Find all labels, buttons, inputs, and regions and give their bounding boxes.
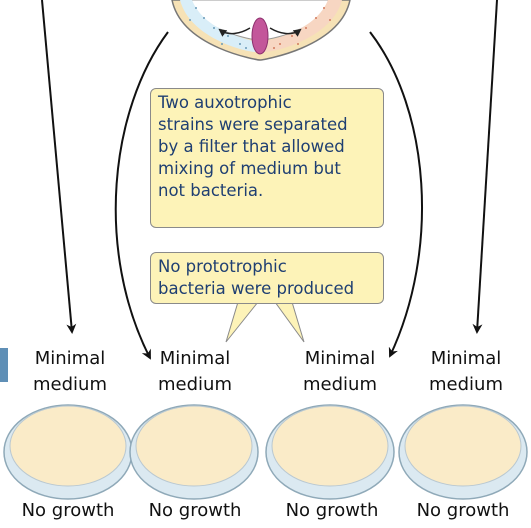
dish-3-label: Minimal medium: [280, 346, 400, 398]
callout-filter-line-5: not bacteria.: [158, 180, 376, 202]
callout-filter-line-4: mixing of medium but: [158, 158, 376, 180]
dish-4-label-line-1: Minimal: [406, 346, 526, 372]
arrow-to-dish-4: [477, 0, 497, 332]
callout-filter-line-2: strains were separated: [158, 114, 376, 136]
dish-4-label-line-2: medium: [406, 372, 526, 398]
dish-2-result: No growth: [130, 500, 260, 521]
petri-dish-4: [399, 405, 527, 499]
u-tube-apparatus: [172, 0, 350, 60]
callout-result: No prototrophic bacteria were produced: [150, 252, 384, 304]
petri-dish-2: [130, 405, 258, 499]
dish-1-label-line-1: Minimal: [10, 346, 130, 372]
callout-result-pointer-right: [275, 302, 304, 342]
filter-membrane: [252, 18, 268, 54]
petri-dish-1: [4, 405, 132, 499]
callout-result-line-2: bacteria were produced: [158, 278, 376, 300]
callout-filter-line-3: by a filter that allowed: [158, 136, 376, 158]
page-edge-marker: [0, 348, 8, 382]
dish-3-label-line-1: Minimal: [280, 346, 400, 372]
dish-3-result: No growth: [267, 500, 397, 521]
callout-filter-line-1: Two auxotrophic: [158, 92, 376, 114]
petri-dish-3: [266, 405, 394, 499]
dish-4-result: No growth: [398, 500, 528, 521]
dish-1-result: No growth: [3, 500, 133, 521]
dish-2-label-line-1: Minimal: [135, 346, 255, 372]
callout-result-pointer-left: [226, 302, 258, 342]
dish-4-label: Minimal medium: [406, 346, 526, 398]
arrow-to-dish-1: [42, 0, 72, 332]
dish-1-label-line-2: medium: [10, 372, 130, 398]
callout-result-line-1: No prototrophic: [158, 256, 376, 278]
dish-2-label: Minimal medium: [135, 346, 255, 398]
dish-1-label: Minimal medium: [10, 346, 130, 398]
callout-filter-explanation: Two auxotrophic strains were separated b…: [150, 88, 384, 228]
dish-3-label-line-2: medium: [280, 372, 400, 398]
dish-2-label-line-2: medium: [135, 372, 255, 398]
